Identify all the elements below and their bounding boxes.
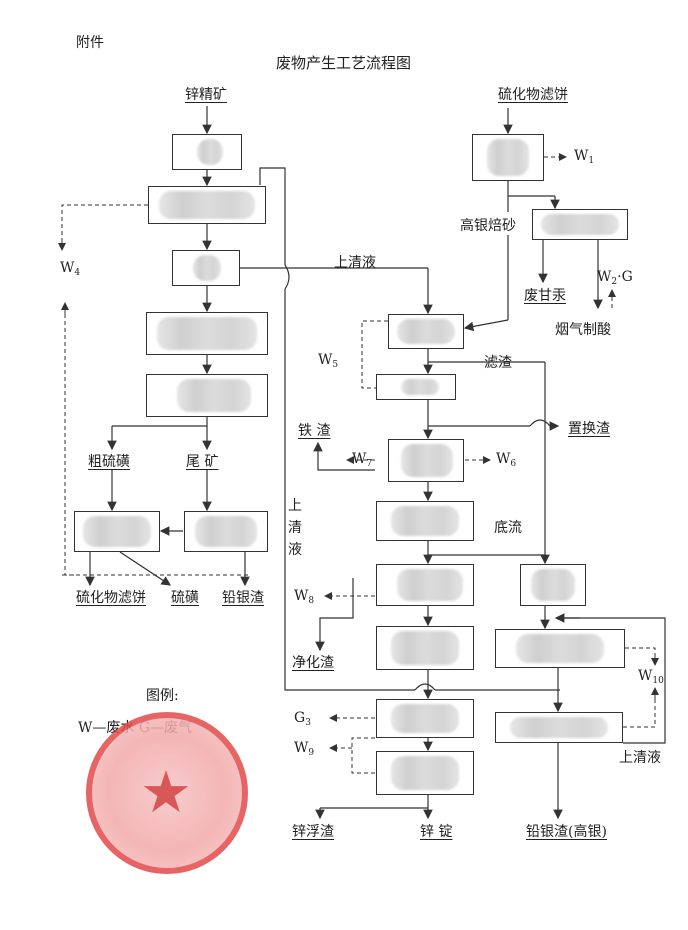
- process-box-2: [148, 186, 266, 224]
- label-filter-residue: 滤渣: [484, 355, 512, 371]
- stream-w2-g: W2·G: [597, 269, 633, 287]
- process-box-1: [172, 134, 242, 170]
- label-sulfide-filter-cake-out: 硫化物滤饼: [76, 590, 146, 606]
- stream-w9: W9: [294, 740, 315, 758]
- stream-w8: W8: [294, 588, 315, 606]
- process-box-9: [532, 209, 628, 240]
- process-box-18: [520, 564, 586, 606]
- official-seal: ★: [86, 712, 248, 874]
- label-purification-residue: 净化渣: [292, 655, 334, 671]
- stream-g3: G3: [294, 710, 311, 728]
- label-supernatant-vertical-2: 清: [288, 520, 302, 536]
- process-box-4: [146, 312, 268, 355]
- label-supernatant-vertical-1: 上: [288, 498, 302, 514]
- process-box-5: [146, 374, 268, 417]
- stream-w6: W6: [496, 451, 517, 469]
- label-lead-silver-residue: 铅银渣: [222, 590, 264, 606]
- label-crude-sulfur: 粗硫磺: [88, 454, 130, 470]
- process-box-3: [172, 250, 240, 286]
- process-box-11: [376, 374, 456, 400]
- label-high-silver-calcine: 高银焙砂: [460, 218, 516, 234]
- label-supernatant-top: 上清液: [334, 255, 376, 271]
- input-sulfide-filter-cake: 硫化物滤饼: [498, 87, 568, 103]
- label-sulfur: 硫磺: [171, 590, 199, 606]
- process-box-15: [376, 626, 474, 670]
- label-flue-gas-acid: 烟气制酸: [555, 322, 611, 338]
- label-zinc-ingot: 锌 锭: [420, 824, 453, 840]
- diagram-title: 废物产生工艺流程图: [276, 54, 412, 72]
- process-box-8: [472, 134, 544, 181]
- process-box-16: [376, 699, 474, 738]
- process-box-19: [495, 629, 625, 668]
- label-lead-silver-high: 铅银渣(高银): [526, 824, 607, 840]
- stream-w4: W4: [60, 260, 81, 278]
- label-zinc-dross: 锌浮渣: [292, 824, 334, 840]
- label-waste-mercury: 废甘汞: [524, 288, 566, 304]
- process-box-20: [495, 712, 623, 743]
- label-supernatant-vertical-3: 液: [288, 542, 302, 558]
- legend-title: 图例:: [146, 688, 179, 704]
- process-box-14: [376, 564, 474, 606]
- stream-w7: W7: [352, 451, 373, 469]
- label-underflow: 底流: [494, 520, 522, 536]
- process-box-13: [376, 501, 474, 541]
- process-box-17: [376, 751, 474, 795]
- process-box-7: [184, 511, 268, 552]
- label-tailings: 尾 矿: [186, 454, 219, 470]
- process-box-10: [388, 314, 464, 349]
- stream-w5: W5: [318, 352, 339, 370]
- process-box-12: [388, 439, 464, 482]
- stream-w1: W1: [574, 148, 595, 166]
- process-box-6: [74, 511, 160, 552]
- stream-w10: W10: [638, 668, 664, 686]
- label-displacement-residue: 置换渣: [568, 421, 610, 437]
- label-supernatant-bottom: 上清液: [619, 750, 661, 766]
- attachment-label: 附件: [76, 35, 104, 51]
- label-iron-residue: 铁 渣: [298, 423, 331, 439]
- star-icon: ★: [140, 758, 192, 826]
- input-zinc-concentrate: 锌精矿: [185, 87, 227, 103]
